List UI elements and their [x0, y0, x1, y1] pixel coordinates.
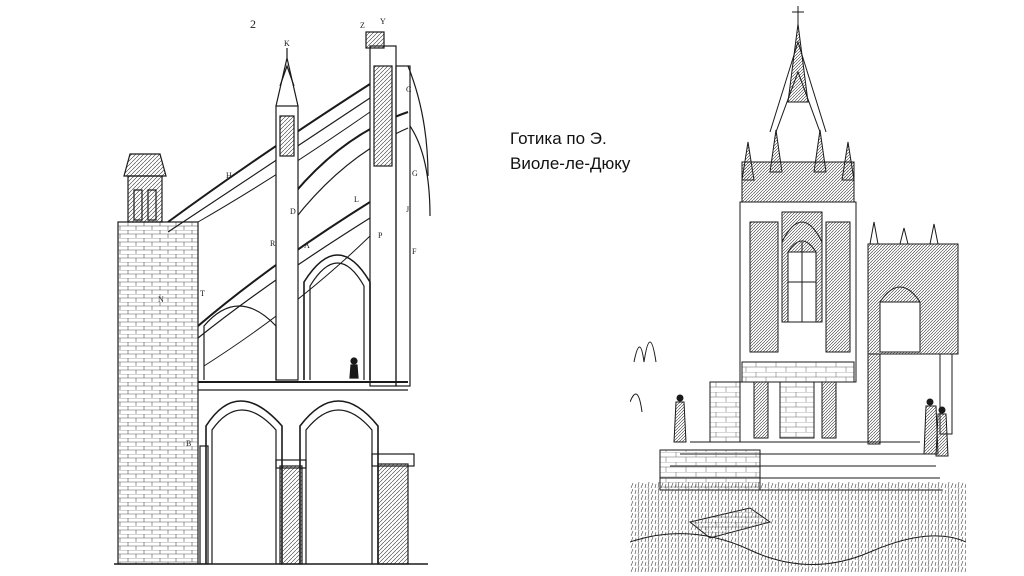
cathedral-section-illustration: 2 — [108, 6, 438, 572]
label-b: B — [186, 439, 191, 448]
label-r: R — [270, 239, 276, 248]
label-f: F — [412, 247, 417, 256]
gothic-pavilion-illustration — [630, 2, 966, 572]
label-n: N — [158, 295, 164, 304]
label-d: D — [290, 207, 296, 216]
label-t: T — [200, 289, 205, 298]
label-z: Z — [360, 21, 365, 30]
label-h: H — [226, 171, 232, 180]
caption-line-2: Виоле-ле-Дюку — [510, 154, 631, 173]
caption-line-1: Готика по Э. — [510, 129, 607, 148]
label-k: K — [284, 39, 290, 48]
label-j: J — [406, 205, 409, 214]
label-g: G — [412, 169, 418, 178]
slide-caption: Готика по Э. Виоле-ле-Дюку — [510, 126, 730, 176]
label-l: L — [354, 195, 359, 204]
label-a: A — [304, 241, 310, 250]
label-p: P — [378, 231, 383, 240]
plate-number: 2 — [250, 17, 256, 31]
label-y: Y — [380, 17, 386, 26]
label-c: C — [406, 85, 411, 94]
